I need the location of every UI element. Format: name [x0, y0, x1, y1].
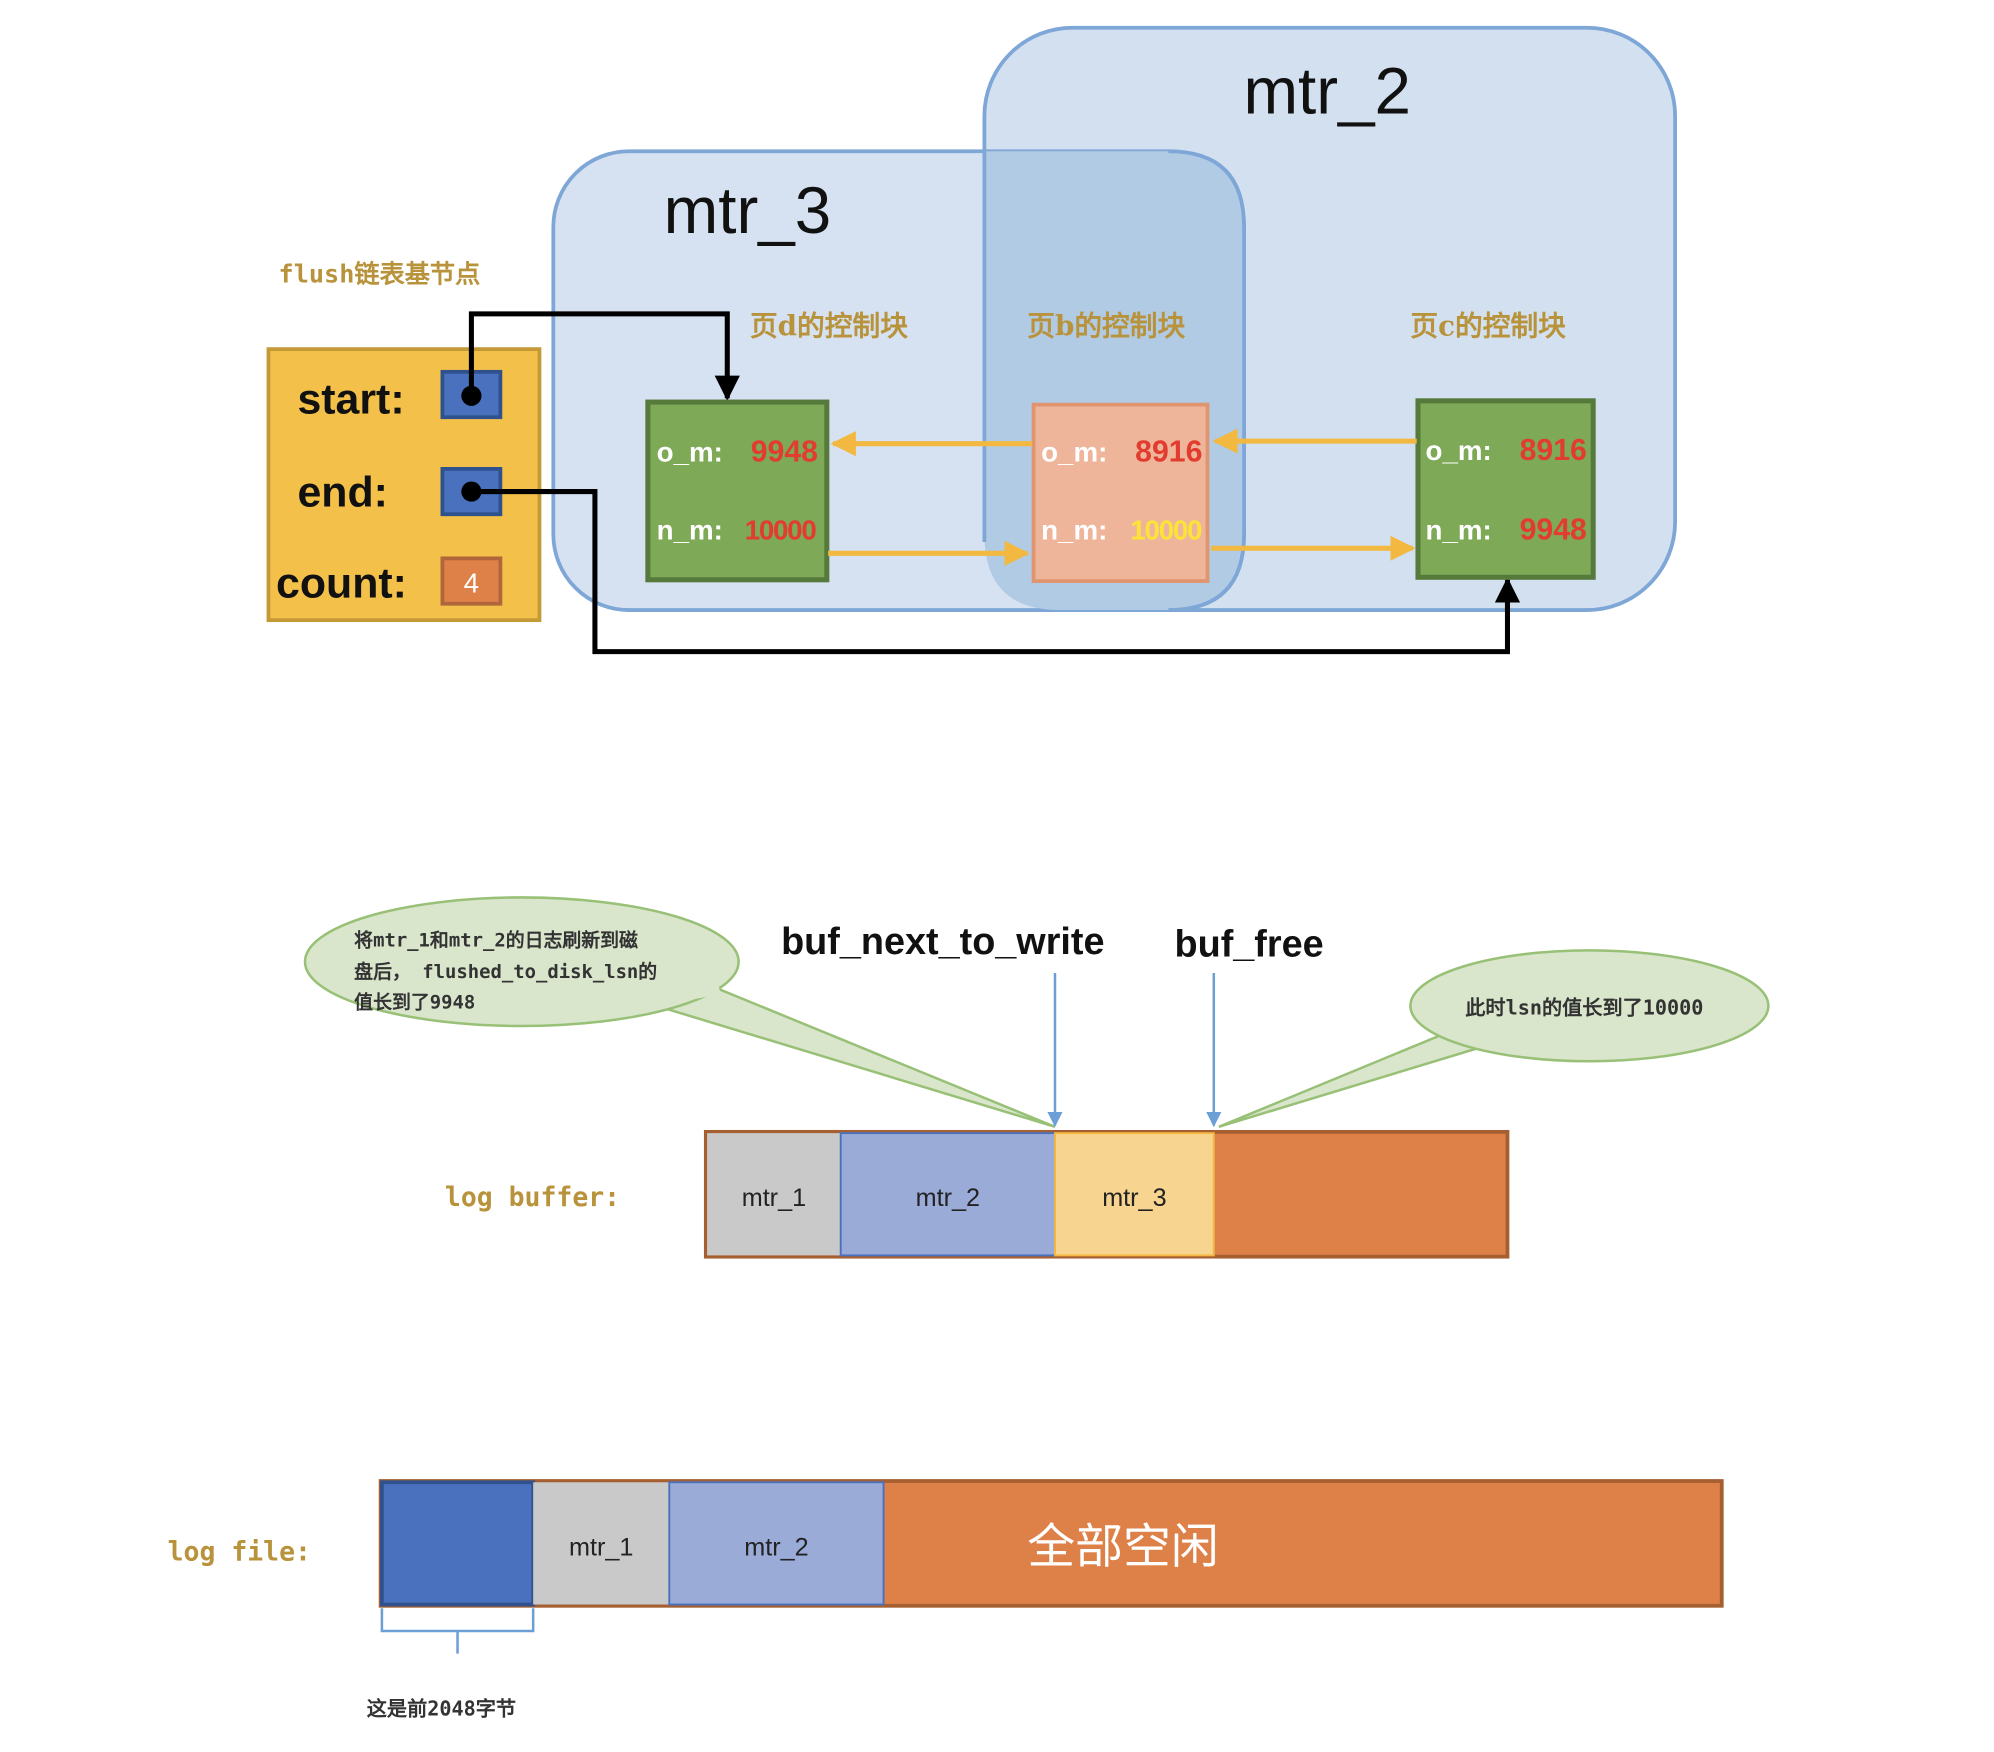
end-label: end:: [297, 469, 387, 517]
page-d-title: 页d的控制块: [750, 309, 908, 342]
flush-list-title: flush链表基节点: [279, 259, 481, 288]
page-d-n-m-label: n_m:: [657, 514, 723, 545]
mtr-2-label: mtr_2: [1243, 54, 1411, 127]
log-buffer-label: log buffer:: [445, 1182, 620, 1213]
buf-next-to-write-label: buf_next_to_write: [781, 921, 1104, 963]
page-c-n-m-label: n_m:: [1426, 514, 1492, 545]
mtr-3-label: mtr_3: [664, 174, 832, 247]
log-file-segment-label: mtr_1: [569, 1533, 633, 1561]
start-pointer-arrow: [468, 311, 740, 401]
callout-left-line-1: 将mtr_1和mtr_2的日志刷新到磁: [354, 929, 638, 952]
log-buffer-segment-mtr-1: [707, 1133, 841, 1256]
page-c-control-block: o_m: 8916 n_m: 9948: [1415, 398, 1596, 580]
page-d-o-m-label: o_m:: [657, 436, 723, 467]
count-label: count:: [276, 559, 407, 607]
log-buffer-bar: mtr_1 mtr_2 mtr_3: [703, 1129, 1510, 1259]
callout-right: 此时lsn的值长到了10000: [1218, 949, 1770, 1129]
log-buffer-segment-label: mtr_2: [916, 1184, 980, 1212]
log-buffer-segment-mtr-3: [1054, 1132, 1215, 1257]
log-file-free-label: 全部空闲: [1027, 1521, 1219, 1574]
page-b-title: 页b的控制块: [1027, 309, 1185, 342]
page-d-o-m-value: 9948: [751, 435, 818, 468]
callout-left-line-3: 值长到了9948: [354, 990, 475, 1013]
page-c-o-m-label: o_m:: [1426, 435, 1492, 466]
page-b-o-m-label: o_m:: [1041, 436, 1107, 467]
log-buffer-segment-mtr-2: [839, 1132, 1056, 1257]
page-d-control-block: o_m: 9948 n_m: 10000: [645, 399, 830, 583]
start-label: start:: [297, 375, 404, 423]
page-c-o-m-value: 8916: [1520, 434, 1587, 467]
mtr-3-right-edge: [1168, 149, 1246, 612]
header-brace-note: 这是前2048字节: [367, 1696, 516, 1720]
count-value: 4: [464, 567, 479, 598]
callout-left-line-2: 盘后， flushed_to_disk_lsn的: [354, 960, 657, 983]
log-file-segment-mtr-2: [668, 1481, 885, 1606]
log-buffer-segment-label: mtr_3: [1102, 1184, 1166, 1212]
page-b-n-m-label: n_m:: [1041, 514, 1107, 545]
page-b-n-m-value: 10000: [1130, 514, 1202, 545]
flush-list-base-node: start: end: count: 4: [266, 347, 542, 623]
page-c-title: 页c的控制块: [1410, 309, 1566, 342]
log-file-segment-mtr-1: [533, 1482, 670, 1605]
log-file-label: log file:: [168, 1536, 311, 1567]
callout-left: 将mtr_1和mtr_2的日志刷新到磁 盘后， flushed_to_disk_…: [303, 896, 1056, 1129]
log-buffer-segment-label: mtr_1: [742, 1184, 806, 1212]
buf-free-label: buf_free: [1175, 924, 1324, 966]
page-c-n-m-value: 9948: [1520, 513, 1587, 546]
end-pointer-arrow: [471, 489, 1521, 655]
page-d-n-m-value: 10000: [745, 514, 817, 545]
page-b-control-block: o_m: 8916 n_m: 10000: [1031, 402, 1210, 583]
log-file-segment-label: mtr_2: [744, 1533, 808, 1561]
page-b-o-m-value: 8916: [1135, 435, 1202, 468]
header-brace: [380, 1608, 535, 1654]
count-value-box: [440, 556, 503, 606]
log-file-segment-header: [380, 1480, 536, 1607]
callout-right-text: 此时lsn的值长到了10000: [1465, 996, 1703, 1020]
log-file-bar: mtr_1 mtr_2 全部空闲: [378, 1479, 1724, 1608]
